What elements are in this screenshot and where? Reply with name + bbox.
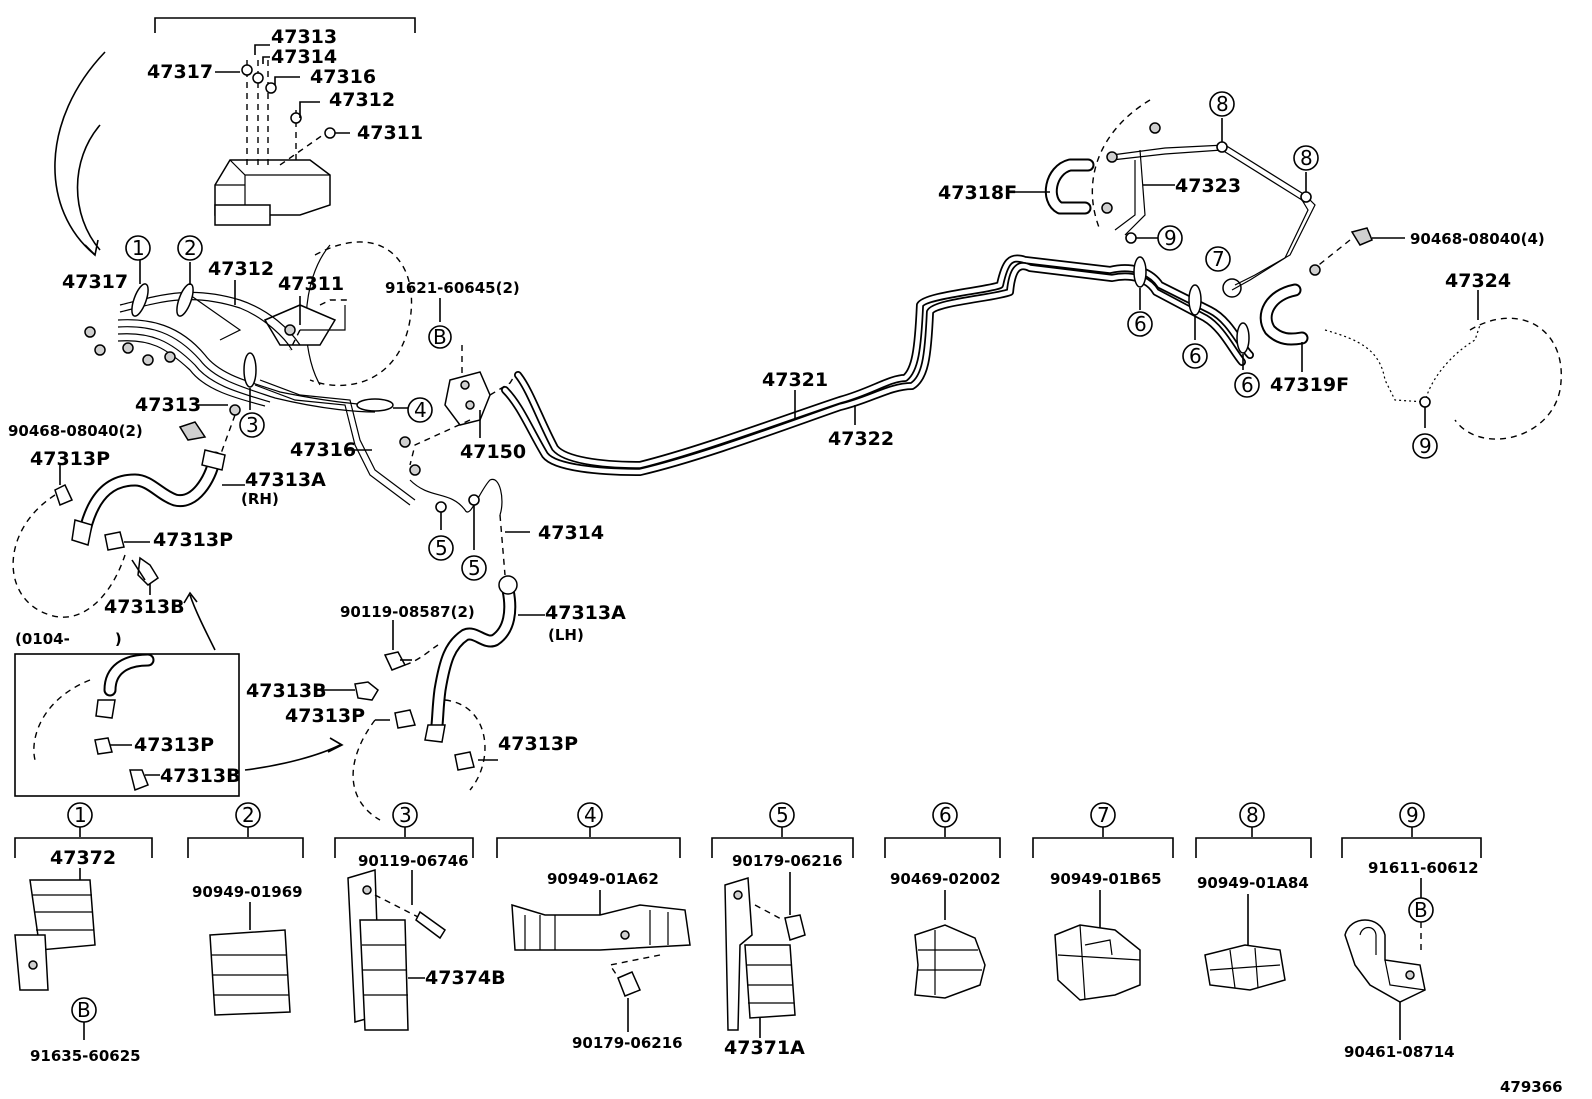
callout-8a: 8 <box>1216 92 1229 116</box>
callout-5a: 5 <box>435 536 448 560</box>
clamp-group-7-part-0: 90949-01B65 <box>1050 870 1162 888</box>
label-47317-top: 47317 <box>147 61 213 83</box>
clamp-group-3-part-0: 90119-06746 <box>358 852 469 870</box>
callout-2: 2 <box>184 236 197 260</box>
clamp-group-9-index: 9 <box>1406 803 1419 827</box>
clamp-group-2-part-0: 90949-01969 <box>192 883 303 901</box>
callout-b-top: B <box>433 325 447 349</box>
label-47313A-lh: 47313A <box>545 602 626 624</box>
clamp-parts-row: 1 47372 B 91635-60625 2 90949-01969 3 90… <box>14 802 1482 1065</box>
label-47322: 47322 <box>828 428 894 450</box>
label-47313B-inset: 47313B <box>160 765 241 787</box>
label-47319F: 47319F <box>1270 374 1349 396</box>
clamp-group-9-part-1: 90461-08714 <box>1344 1043 1455 1061</box>
callout-9a: 9 <box>1164 226 1177 250</box>
label-47324: 47324 <box>1445 270 1511 292</box>
label-47313B-lh: 47313B <box>246 680 327 702</box>
label-47313P-inset: 47313P <box>134 734 214 756</box>
label-47321: 47321 <box>762 369 828 391</box>
label-rh: (RH) <box>241 490 279 508</box>
callout-3: 3 <box>246 413 259 437</box>
callout-4: 4 <box>414 398 427 422</box>
clamp-group-7-index: 7 <box>1097 803 1110 827</box>
label-47312-top: 47312 <box>329 89 395 111</box>
clamp-group-5-index: 5 <box>776 803 789 827</box>
callout-9b: 9 <box>1419 434 1432 458</box>
front-lh-hose: 90119-08587(2) 47313A (LH) 47313B 47313P… <box>246 575 626 821</box>
clamp-group-4-index: 4 <box>584 803 597 827</box>
label-47314-mid: 47314 <box>538 522 604 544</box>
clamp-group-9-sub: B <box>1414 898 1428 922</box>
label-47323: 47323 <box>1175 175 1241 197</box>
label-47313A-rh: 47313A <box>245 469 326 491</box>
label-47313-top: 47313 <box>271 26 337 48</box>
label-47313P-lh: 47313P <box>285 705 365 727</box>
callout-5b: 5 <box>468 556 481 580</box>
clamp-group-1-index: 1 <box>74 803 87 827</box>
callout-6a: 6 <box>1134 312 1147 336</box>
master-cylinder-area: 47317 47312 47311 47313 47316 90468-0804… <box>8 241 604 576</box>
label-47312-mid: 47312 <box>208 258 274 280</box>
clamp-group-6-part-0: 90469-02002 <box>890 870 1001 888</box>
clamp-group-8-index: 8 <box>1246 803 1259 827</box>
label-90468-left: 90468-08040(2) <box>8 422 143 440</box>
clamp-group-1-sub: B <box>77 998 91 1022</box>
clamp-group-5-part-0: 90179-06216 <box>732 852 843 870</box>
label-lh: (LH) <box>548 626 584 644</box>
inset-box: (0104- ) 47313P 47313B <box>14 630 344 797</box>
clamp-group-1-part-0: 47372 <box>50 847 116 869</box>
rear-tubes: 47318F 47323 90468-08040(4) 47319F 47324 <box>938 99 1562 440</box>
label-47313P-rh: 47313P <box>30 448 110 470</box>
drawing-number: 479366 <box>1500 1078 1563 1096</box>
label-47313P-rh2: 47313P <box>153 529 233 551</box>
clamp-group-2-index: 2 <box>242 803 255 827</box>
callout-8b: 8 <box>1300 146 1313 170</box>
label-47311-top: 47311 <box>357 122 423 144</box>
clamp-group-3-part-1: 47374B <box>425 967 506 989</box>
label-47150: 47150 <box>460 441 526 463</box>
label-47318F: 47318F <box>938 182 1017 204</box>
inset-note: (0104- ) <box>15 630 122 648</box>
label-47313-mid: 47313 <box>135 394 201 416</box>
label-47311-mid: 47311 <box>278 273 344 295</box>
front-rh-hose: 47313P 47313A (RH) 47313P 47313B <box>12 448 326 651</box>
label-47313P-lh2: 47313P <box>498 733 578 755</box>
callout-1: 1 <box>132 236 145 260</box>
callout-6b: 6 <box>1189 344 1202 368</box>
label-47316-top: 47316 <box>310 66 376 88</box>
label-91621: 91621-60645(2) <box>385 279 520 297</box>
clamp-group-6-index: 6 <box>939 803 952 827</box>
label-47316-mid: 47316 <box>290 439 356 461</box>
callout-6c: 6 <box>1241 373 1254 397</box>
main-brake-tubes: 47321 47322 <box>501 254 1254 476</box>
label-47314-top: 47314 <box>271 46 337 68</box>
label-90119-08587: 90119-08587(2) <box>340 603 475 621</box>
clamp-group-4-part-0: 90949-01A62 <box>547 870 659 888</box>
clamp-group-3-index: 3 <box>399 803 412 827</box>
label-47313B-rh: 47313B <box>104 596 185 618</box>
callout-circles: 1 2 3 4 5 5 6 6 6 7 8 8 9 9 <box>125 91 1438 581</box>
clamp-group-8-part-0: 90949-01A84 <box>1197 874 1309 892</box>
clamp-group-9-part-0: 91611-60612 <box>1368 859 1479 877</box>
clamp-group-5-part-1: 47371A <box>724 1037 805 1059</box>
clamp-group-1-part-1: 91635-60625 <box>30 1047 141 1065</box>
label-47317-mid: 47317 <box>62 271 128 293</box>
actuator-detail: 47313 47314 47317 47316 47312 47311 <box>54 17 423 257</box>
callout-7: 7 <box>1212 247 1225 271</box>
clamp-group-4-part-1: 90179-06216 <box>572 1034 683 1052</box>
label-90468-right: 90468-08040(4) <box>1410 230 1545 248</box>
